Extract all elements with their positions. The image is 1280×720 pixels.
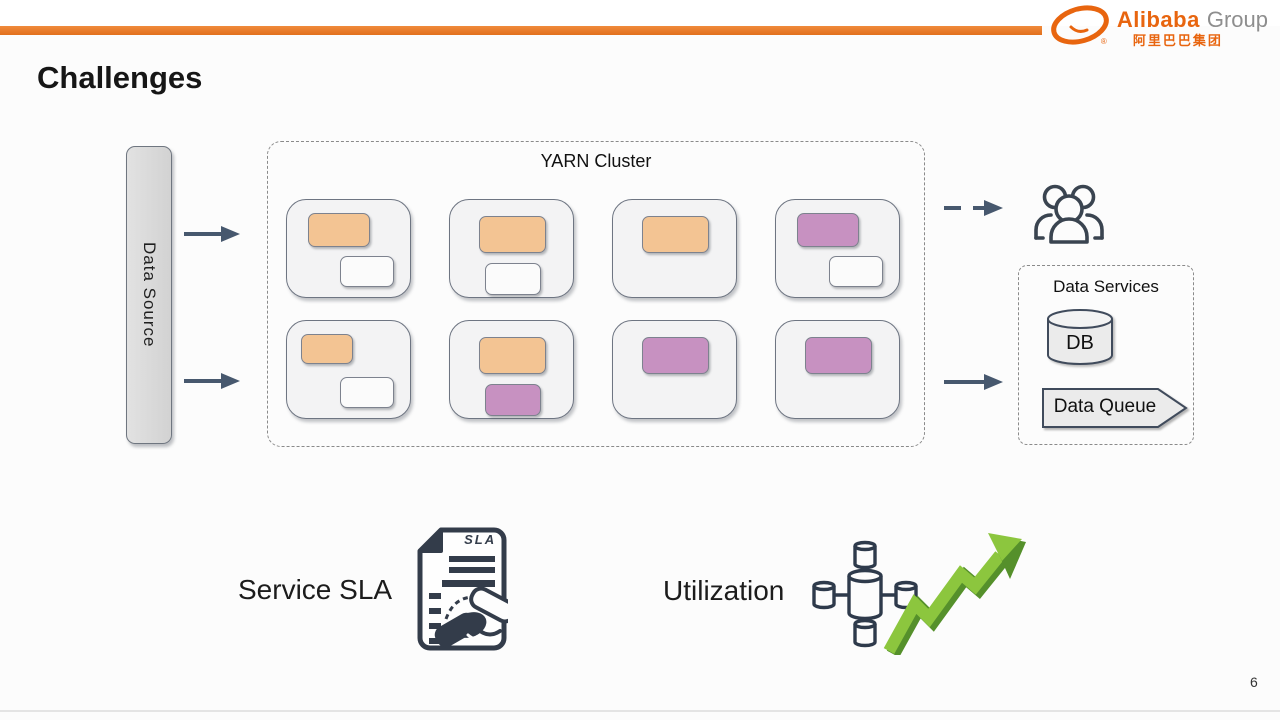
yarn-nodes [286,199,900,419]
purple-container [805,337,872,374]
yarn-cluster-box: YARN Cluster [267,141,925,447]
page-title: Challenges [37,60,203,95]
users-icon [1034,184,1104,244]
orange-container [479,216,546,253]
logo-chinese: 阿里巴巴集团 [1132,33,1223,48]
distributed-database-icon [812,540,919,648]
sla-contract-icon: SLA [416,527,517,653]
yarn-cluster-label: YARN Cluster [540,151,652,171]
data-queue-label: Data Queue [1053,396,1157,417]
logo-brand: Alibaba [1116,7,1200,32]
orange-container [642,216,709,253]
alibaba-logo: ® Alibaba Group 阿里巴巴集团 [1049,3,1268,54]
data-services-label: Data Services [1053,277,1159,296]
utilization-group: Utilization [663,527,1062,655]
bottom-divider [0,710,1280,712]
registered-mark: ® [1100,37,1107,46]
yarn-node [775,199,900,298]
yarn-node [449,199,574,298]
growth-arrow-icon [884,533,1027,655]
data-queue-shape: Data Queue [1042,388,1188,428]
alibaba-logo-icon: ® [1049,3,1113,54]
purple-container [642,337,709,374]
empty-container [829,256,883,287]
yarn-node [286,320,411,419]
orange-container [479,337,546,374]
data-source-label: Data Source [140,242,159,348]
logo-suffix: Group [1206,7,1268,32]
db-label: DB [1066,332,1094,354]
data-source-box: Data Source [126,146,172,444]
yarn-node [612,199,737,298]
service-sla-group: Service SLA SLA [238,527,517,653]
arrow-right-icon [944,374,1003,390]
orange-container [308,213,370,247]
empty-container [340,377,394,408]
page-number: 6 [1250,674,1258,690]
data-services-box: Data Services DB Data Queue [1018,265,1194,445]
yarn-node [612,320,737,419]
empty-container [340,256,394,287]
orange-container [301,334,353,364]
arrow-right-icon [184,226,240,242]
service-sla-label: Service SLA [238,574,393,605]
dashed-arrow-right-icon [944,200,1003,216]
empty-container [485,263,541,295]
purple-container [485,384,541,416]
database-icon: DB [1046,308,1114,366]
arrow-right-icon [184,373,240,389]
utilization-label: Utilization [663,575,785,606]
yarn-node [286,199,411,298]
accent-bar [0,26,1042,35]
purple-container [797,213,859,247]
sla-doc-text: SLA [464,532,497,547]
yarn-node [449,320,574,419]
yarn-node [775,320,900,419]
